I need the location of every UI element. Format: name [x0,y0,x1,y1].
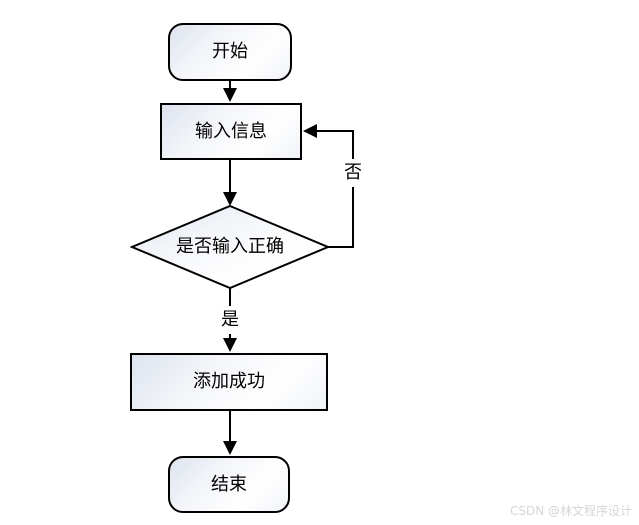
success-node-label: 添加成功 [193,371,265,392]
end-node: 结束 [168,456,290,513]
arrowhead-start-input [223,88,237,102]
decision-node-shape [129,204,331,290]
success-node: 添加成功 [130,353,328,411]
edge-decision-input-loop [317,130,354,248]
start-node-label: 开始 [212,41,248,62]
decision-node-label: 是否输入正确 [176,236,284,257]
watermark: CSDN @林文程序设计 [509,504,632,518]
no-edge-label: 否 [343,159,363,187]
arrowhead-input-decision [223,192,237,206]
arrowhead-decision-input [303,124,317,138]
decision-node-label-wrap: 是否输入正确 [132,227,328,267]
input-node: 输入信息 [160,103,302,160]
arrowhead-success-end [223,441,237,455]
start-node: 开始 [168,23,292,81]
input-node-label: 输入信息 [195,120,267,142]
arrowhead-decision-success [223,338,237,352]
yes-edge-label: 是 [220,306,240,334]
end-node-label: 结束 [211,473,247,495]
